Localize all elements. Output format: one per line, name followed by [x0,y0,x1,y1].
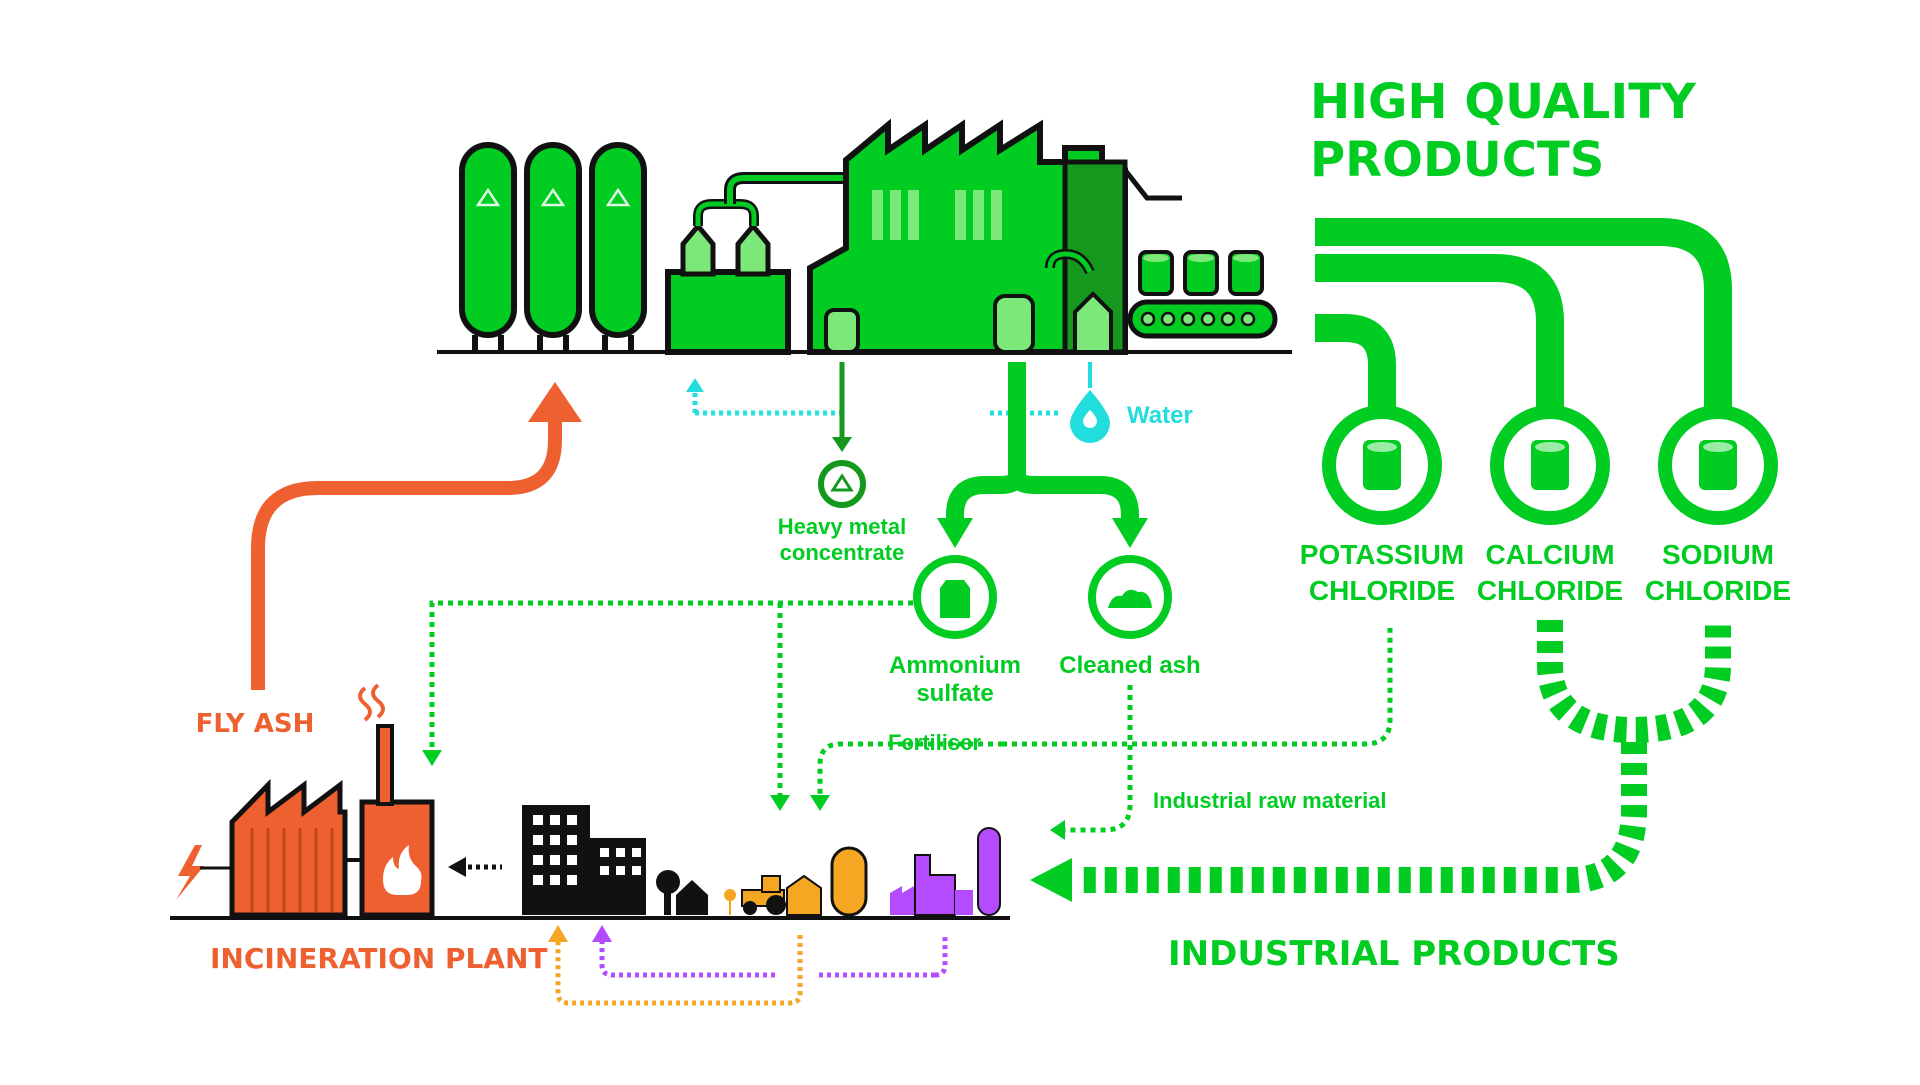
ammonium-sulfate-output: Ammonium sulfate [889,555,1021,707]
recycle-icon [605,187,631,207]
treatment-plant [437,118,1292,355]
recycle-badge-icon [818,460,866,508]
incineration-plant-label: INCINERATION PLANT [210,942,548,975]
return-flows [555,935,948,1006]
tractor-icon [741,875,786,915]
product-potassium-chloride [1322,405,1442,525]
drum-icon [1531,440,1569,490]
headline-line1: HIGH QUALITY [1310,74,1697,130]
heavy-metal-label-line2: concentrate [780,540,905,565]
ammonium-label-line1: Ammonium [889,652,1021,679]
drum-icon [1363,440,1401,490]
split-arrow [937,362,1148,548]
city-buildings [522,805,708,915]
product-label-line2: CHLORIDE [1477,575,1623,606]
fertiliser-label: Fertiliser [888,730,981,755]
industry-purple [890,827,1001,916]
conveyor-belt [1127,250,1278,339]
industrial-products-arrowhead [1030,858,1072,902]
drum-icon [1699,440,1737,490]
product-label-line1: POTASSIUM [1300,539,1464,570]
industrial-raw-material-label: Industrial raw material [1153,788,1387,813]
silo-2 [524,142,582,352]
ash-pile-icon [1108,589,1152,608]
reactor-unit [665,172,846,355]
product-sodium-chloride [1658,405,1778,525]
barn-icon [786,874,822,916]
waste-flow [448,857,502,877]
industrial-products-label: INDUSTRIAL PRODUCTS [1168,934,1620,974]
fly-ash-label: FLY ASH [196,709,315,739]
water-flow: Water [686,362,1193,443]
recycle-icon [475,187,501,207]
product-label-line1: SODIUM [1662,539,1774,570]
silo-1 [459,142,517,352]
tree-icon [656,870,680,894]
product-label-line2: CHLORIDE [1645,575,1791,606]
flame-icon [383,845,422,895]
industrial-products-flow [1080,620,1731,893]
smoke-icon [358,683,385,722]
lightning-icon [176,845,204,900]
water-label: Water [1127,402,1193,429]
product-label-line1: CALCIUM [1485,539,1614,570]
fly-ash-flow [251,382,582,690]
product-pipes [1315,218,1732,412]
sack-icon [940,580,970,618]
incineration-plant [170,683,1010,920]
silo-3 [589,142,647,352]
main-factory [807,118,1182,355]
product-calcium-chloride [1490,405,1610,525]
headline-line2: PRODUCTS [1310,132,1604,188]
farm [724,846,868,917]
house-icon [676,880,708,915]
ammonium-label-line2: sulfate [916,680,993,707]
cleaned-ash-output: Cleaned ash [1059,555,1201,679]
heavy-metal-output: Heavy metal concentrate [778,362,906,565]
heavy-metal-label-line1: Heavy metal [778,514,906,539]
recycle-icon [540,187,566,207]
cleaned-ash-label: Cleaned ash [1059,652,1200,679]
dotted-green-flows [429,600,1393,833]
grain-silo-icon [830,846,868,917]
product-label-line2: CHLORIDE [1309,575,1455,606]
